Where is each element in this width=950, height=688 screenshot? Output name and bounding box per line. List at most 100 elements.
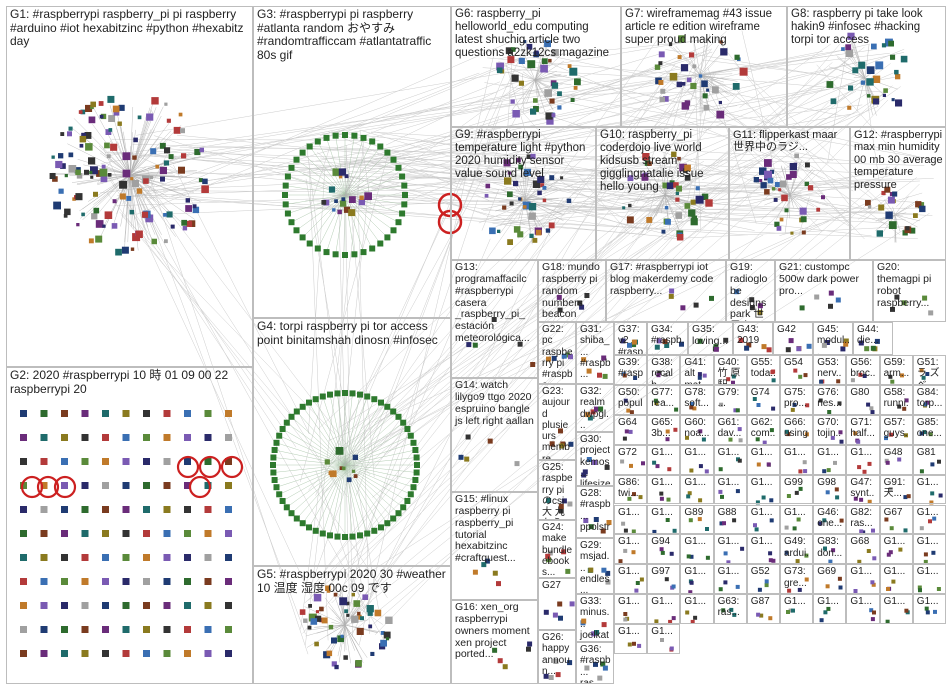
cluster-g1	[49, 95, 209, 256]
node	[789, 163, 797, 171]
node	[825, 490, 830, 495]
group-label: G1...	[817, 596, 839, 608]
node	[886, 552, 891, 557]
node	[632, 641, 636, 646]
node	[61, 506, 68, 513]
group-label: G40: 竹 原駅...	[717, 357, 741, 384]
node	[184, 458, 191, 465]
node	[904, 608, 909, 613]
group-label: G1...	[651, 476, 673, 488]
group-label: G1...	[684, 446, 707, 458]
node	[364, 530, 371, 537]
group-label: G25: raspberry piのcsi大 九から...	[542, 462, 573, 519]
node	[356, 627, 364, 635]
node	[885, 460, 890, 465]
node	[312, 396, 319, 403]
node	[466, 342, 472, 348]
node	[107, 95, 115, 103]
node	[273, 484, 280, 491]
edge	[339, 199, 478, 620]
group-box-g91: G91: 天...	[879, 474, 913, 505]
node	[755, 437, 760, 442]
node	[299, 234, 306, 241]
node	[622, 436, 627, 441]
node	[364, 192, 372, 200]
node	[798, 486, 803, 491]
node	[535, 229, 542, 236]
node	[753, 523, 757, 528]
node	[40, 506, 48, 513]
node	[823, 546, 827, 551]
group-box-g51: G51: ラ ズベ...	[912, 355, 946, 385]
group-label: G61: dav...	[717, 416, 742, 440]
node	[334, 533, 341, 540]
node	[122, 650, 130, 657]
node	[678, 35, 686, 43]
node	[276, 491, 283, 498]
group-box-g58: G58: runni...	[879, 384, 913, 415]
node	[163, 578, 171, 585]
node	[759, 167, 767, 175]
node	[864, 346, 870, 352]
node	[928, 432, 933, 437]
edge	[384, 86, 901, 455]
node	[792, 402, 797, 407]
group-box-g1x: G1...	[713, 534, 747, 565]
node	[60, 132, 65, 136]
node	[518, 197, 522, 201]
node	[565, 568, 571, 574]
group-label: G50: popul...	[618, 386, 643, 414]
node	[314, 245, 321, 252]
node	[485, 183, 491, 189]
node	[866, 402, 871, 407]
node	[705, 527, 709, 531]
group-label: G1...	[916, 536, 939, 548]
group-label: G1...	[651, 446, 673, 458]
node	[698, 498, 703, 503]
node	[881, 190, 886, 196]
edge	[376, 132, 664, 183]
edge	[523, 161, 864, 209]
edge	[338, 160, 746, 176]
group-box-g20: G20: themagpi pi robot raspberry...	[873, 260, 946, 322]
edge	[798, 196, 810, 236]
node	[199, 147, 204, 153]
highlight-ring	[198, 455, 222, 479]
node	[184, 554, 191, 561]
node	[225, 434, 232, 441]
group-box-g7: G7: wireframemag #43 issue article re ed…	[621, 6, 787, 127]
group-label: G1: #raspberrypi raspberry_pi pi raspber…	[10, 7, 244, 49]
node	[413, 469, 420, 476]
node	[112, 105, 120, 113]
node	[685, 610, 690, 615]
node	[163, 160, 169, 166]
node	[80, 109, 86, 115]
node	[342, 252, 348, 258]
edge	[363, 83, 662, 611]
edge	[305, 145, 902, 176]
group-label: G10: raspberry_pi coderdojo live world k…	[600, 129, 704, 193]
group-label: G24: make bundle ebooks...	[542, 522, 573, 578]
node	[628, 203, 632, 208]
node	[660, 638, 664, 642]
node	[798, 374, 803, 379]
node	[569, 601, 575, 607]
node	[145, 214, 154, 223]
group-box-g73: G73: gre...	[780, 564, 814, 595]
node	[384, 520, 391, 527]
node	[737, 458, 742, 463]
node	[789, 171, 797, 178]
node	[513, 180, 519, 187]
node	[293, 515, 300, 522]
node	[756, 612, 761, 617]
node	[101, 164, 106, 169]
node	[464, 456, 470, 462]
edge	[121, 214, 297, 423]
node	[337, 209, 342, 215]
node	[870, 345, 876, 351]
node	[737, 427, 742, 432]
node	[314, 641, 319, 647]
node	[890, 54, 896, 60]
node	[869, 608, 874, 613]
node	[548, 675, 554, 680]
